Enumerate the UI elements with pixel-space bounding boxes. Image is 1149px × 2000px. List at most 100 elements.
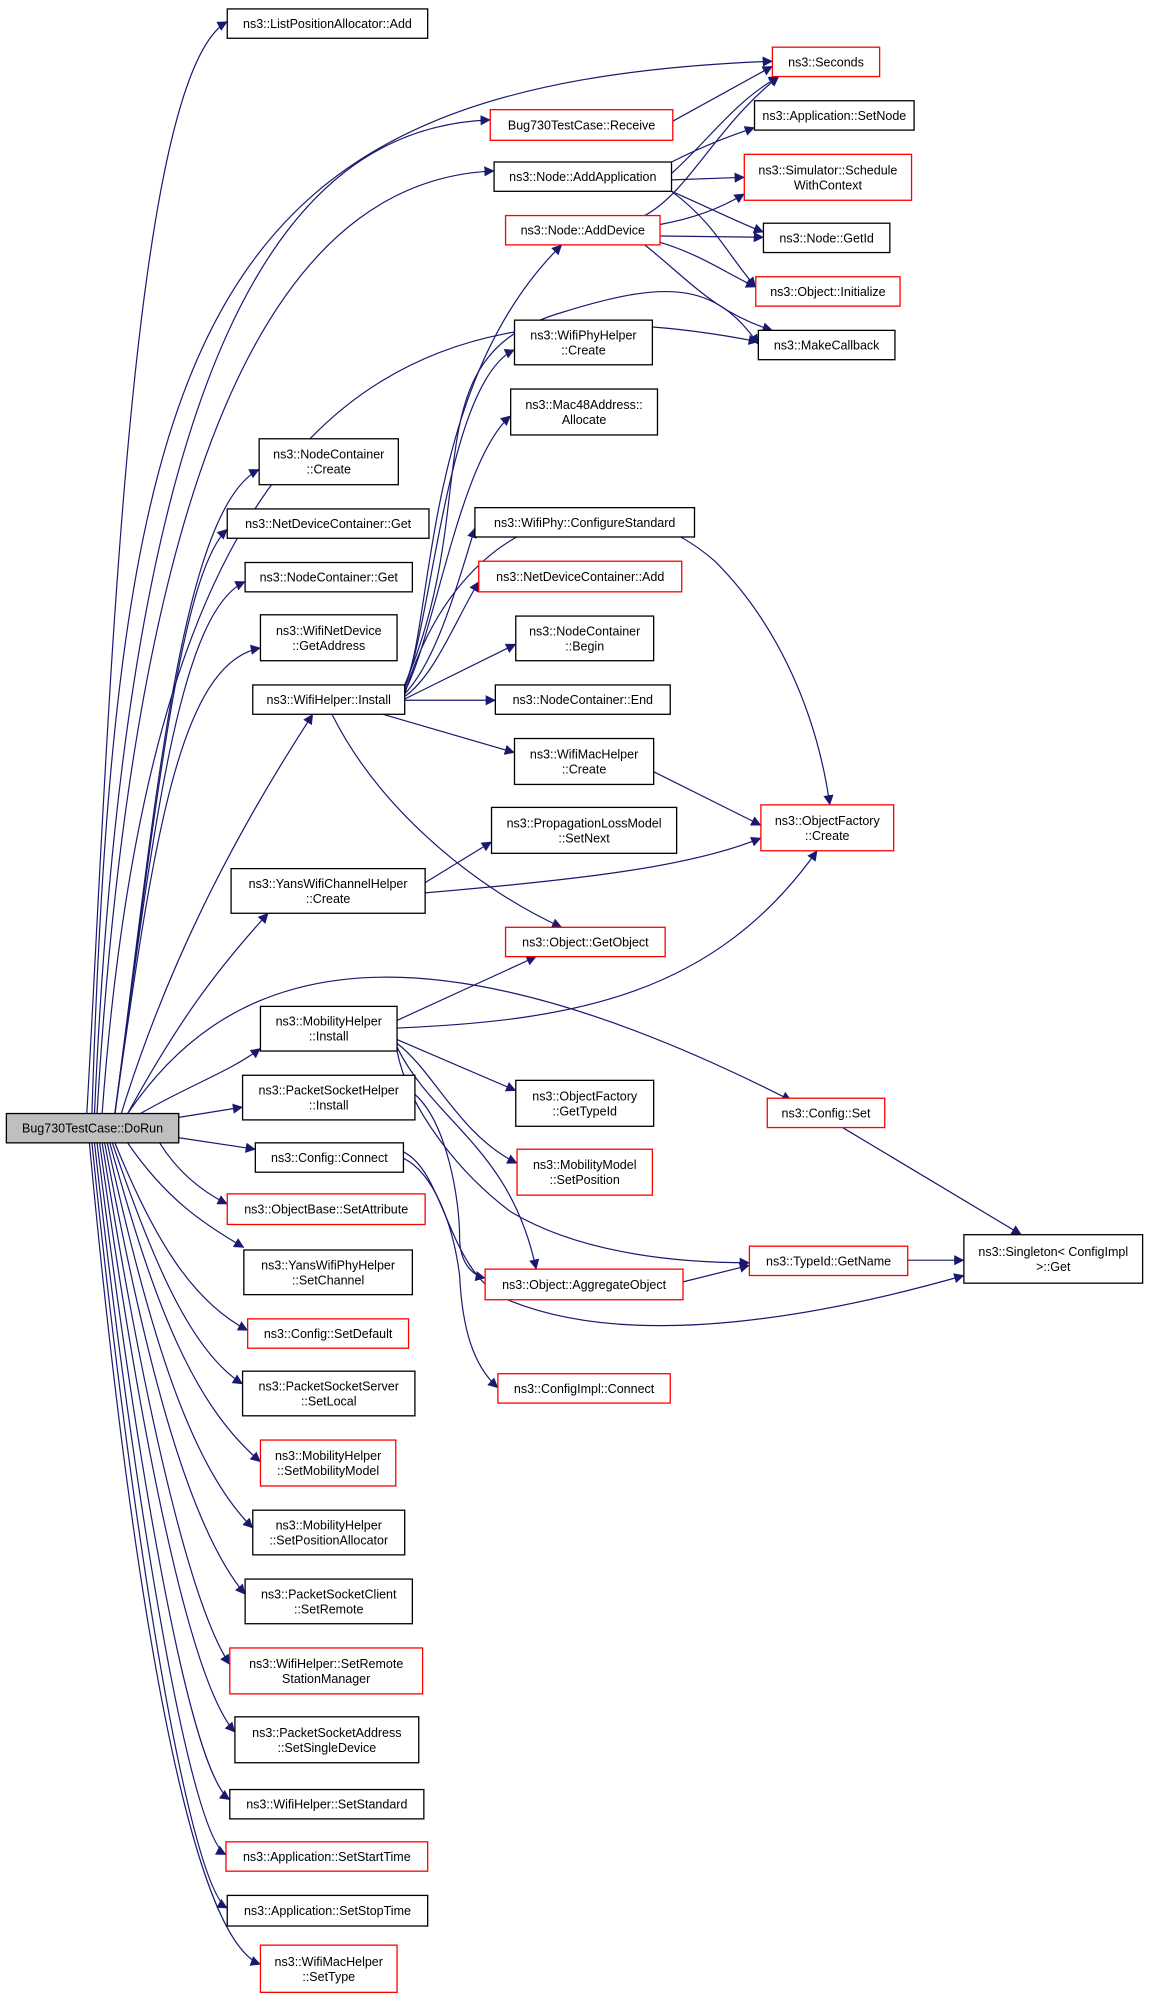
node-label: ns3::Simulator::Schedule — [758, 163, 897, 177]
node-root[interactable]: Bug730TestCase::DoRun — [5, 1112, 180, 1144]
node-box — [504, 214, 661, 246]
node-label: ::Create — [306, 892, 351, 906]
node-pktsockserver-setlocal[interactable]: ns3::PacketSocketServer::SetLocal — [241, 1370, 416, 1417]
node-typeid-getname[interactable]: ns3::TypeId::GetName — [748, 1245, 909, 1277]
node-obj-aggregate[interactable]: ns3::Object::AggregateObject — [484, 1268, 684, 1301]
node-nodecont-create[interactable]: ns3::NodeContainer::Create — [258, 438, 399, 486]
node-config-connect[interactable]: ns3::Config::Connect — [254, 1142, 405, 1173]
node-mac48-alloc[interactable]: ns3::Mac48Address::Allocate — [510, 388, 659, 436]
node-label: ns3::WifiPhy::ConfigureStandard — [494, 516, 675, 530]
node-singleton-get[interactable]: ns3::Singleton< ConfigImpl>::Get — [963, 1234, 1144, 1284]
node-nodecont-begin[interactable]: ns3::NodeContainer::Begin — [515, 615, 655, 662]
node-yansphy-setchan[interactable]: ns3::YansWifiPhyHelper::SetChannel — [243, 1249, 414, 1296]
node-label: ns3::Object::Initialize — [770, 285, 885, 299]
call-edge — [673, 66, 773, 121]
call-edge — [115, 529, 227, 1113]
node-objfactory-gettypeid[interactable]: ns3::ObjectFactory::GetTypeId — [515, 1079, 655, 1127]
node-app-setstop[interactable]: ns3::Application::SetStopTime — [226, 1894, 429, 1927]
node-seconds[interactable]: ns3::Seconds — [771, 46, 881, 78]
node-obj-getobject[interactable]: ns3::Object::GetObject — [504, 926, 666, 958]
call-edge — [97, 1143, 230, 1800]
node-nodecont-get[interactable]: ns3::NodeContainer::Get — [244, 561, 414, 593]
call-edge — [672, 191, 764, 234]
node-label: ns3::WifiHelper::SetRemote — [249, 1657, 403, 1671]
node-label: ns3::TypeId::GetName — [766, 1254, 891, 1268]
node-netdevcont-add[interactable]: ns3::NetDeviceContainer::Add — [478, 560, 683, 593]
node-label: ::GetTypeId — [552, 1104, 617, 1118]
node-node-addapp[interactable]: ns3::Node::AddApplication — [493, 161, 673, 192]
node-box — [515, 1079, 655, 1127]
node-listpos-add[interactable]: ns3::ListPositionAllocator::Add — [226, 8, 429, 39]
node-obj-init[interactable]: ns3::Object::Initialize — [755, 276, 901, 307]
node-wifihelper-setstd[interactable]: ns3::WifiHelper::SetStandard — [229, 1788, 425, 1820]
node-box — [762, 222, 891, 254]
node-wifimac-create[interactable]: ns3::WifiMacHelper::Create — [513, 737, 655, 786]
node-mobility-setposalloc[interactable]: ns3::MobilityHelper::SetPositionAllocato… — [252, 1509, 406, 1556]
node-label: ns3::YansWifiChannelHelper — [249, 877, 408, 891]
node-app-setnode[interactable]: ns3::Application::SetNode — [753, 100, 915, 131]
node-box — [259, 1944, 398, 1993]
node-box — [771, 46, 881, 78]
call-edge — [415, 1094, 486, 1282]
call-edge — [660, 194, 745, 225]
node-app-setstart[interactable]: ns3::Application::SetStartTime — [225, 1841, 429, 1872]
node-makecallback[interactable]: ns3::MakeCallback — [757, 329, 896, 361]
call-edge — [405, 416, 511, 692]
node-label: ns3::ObjectBase::SetAttribute — [244, 1203, 408, 1217]
node-box — [504, 926, 666, 958]
node-label: ns3::MobilityModel — [533, 1158, 637, 1172]
call-edge — [102, 1143, 230, 1665]
call-edge — [683, 1262, 750, 1282]
node-box — [513, 737, 655, 786]
node-pktsock-install[interactable]: ns3::PacketSocketHelper::Install — [241, 1074, 416, 1121]
node-box — [755, 276, 901, 307]
node-box — [230, 867, 426, 914]
node-label: ::SetNext — [558, 831, 610, 845]
node-label: ns3::PacketSocketAddress — [252, 1726, 401, 1740]
node-label: ::SetRemote — [294, 1602, 364, 1616]
node-box — [254, 1142, 405, 1173]
call-edge — [405, 515, 834, 806]
node-label: ::Install — [309, 1099, 349, 1113]
node-box — [5, 1112, 180, 1144]
node-wifihelper-install[interactable]: ns3::WifiHelper::Install — [252, 684, 406, 715]
call-edge — [397, 1040, 517, 1092]
node-mobility-setmodel[interactable]: ns3::MobilityHelper::SetMobilityModel — [259, 1439, 397, 1487]
node-box — [757, 329, 896, 361]
node-node-adddev[interactable]: ns3::Node::AddDevice — [504, 214, 661, 246]
node-netdevcont-get[interactable]: ns3::NetDeviceContainer::Get — [226, 508, 430, 539]
call-edge — [115, 644, 261, 1114]
node-config-set[interactable]: ns3::Config::Set — [766, 1097, 886, 1129]
node-config-setdefault[interactable]: ns3::Config::SetDefault — [247, 1318, 410, 1349]
call-edge — [97, 166, 495, 1114]
node-wifiphyhelper-create[interactable]: ns3::WifiPhyHelper::Create — [513, 319, 654, 366]
node-yanschan-create[interactable]: ns3::YansWifiChannelHelper::Create — [230, 867, 426, 914]
node-wifimac-settype[interactable]: ns3::WifiMacHelper::SetType — [259, 1944, 398, 1993]
node-wifiphy-conf[interactable]: ns3::WifiPhy::ConfigureStandard — [474, 507, 696, 538]
node-configimpl-connect[interactable]: ns3::ConfigImpl::Connect — [497, 1373, 671, 1404]
node-box — [259, 614, 398, 662]
node-pktsockaddr-setdev[interactable]: ns3::PacketSocketAddress::SetSingleDevic… — [234, 1716, 420, 1764]
node-proploss-setnext[interactable]: ns3::PropagationLossModel::SetNext — [490, 806, 678, 854]
node-wifinetdev-getaddr[interactable]: ns3::WifiNetDevice::GetAddress — [259, 614, 398, 662]
node-nodecont-end[interactable]: ns3::NodeContainer::End — [494, 684, 671, 715]
node-objfactory-create[interactable]: ns3::ObjectFactory::Create — [760, 804, 895, 852]
node-box — [258, 438, 399, 486]
node-bug-receive[interactable]: Bug730TestCase::Receive — [489, 109, 674, 141]
node-box — [226, 8, 429, 39]
node-node-getid[interactable]: ns3::Node::GetId — [762, 222, 891, 254]
call-edge — [94, 115, 491, 1114]
node-box — [226, 1894, 429, 1927]
node-mobility-install[interactable]: ns3::MobilityHelper::Install — [259, 1005, 398, 1052]
call-edge — [645, 77, 779, 216]
call-edge — [92, 56, 773, 1113]
node-label: WithContext — [794, 178, 863, 192]
node-pktsockclient-setremote[interactable]: ns3::PacketSocketClient::SetRemote — [244, 1578, 414, 1625]
node-box — [226, 1193, 426, 1226]
node-mobmodel-setpos[interactable]: ns3::MobilityModel::SetPosition — [516, 1148, 654, 1196]
node-objbase-setattr[interactable]: ns3::ObjectBase::SetAttribute — [226, 1193, 426, 1226]
node-label: ns3::PacketSocketClient — [261, 1587, 397, 1601]
call-edge — [160, 1143, 228, 1204]
